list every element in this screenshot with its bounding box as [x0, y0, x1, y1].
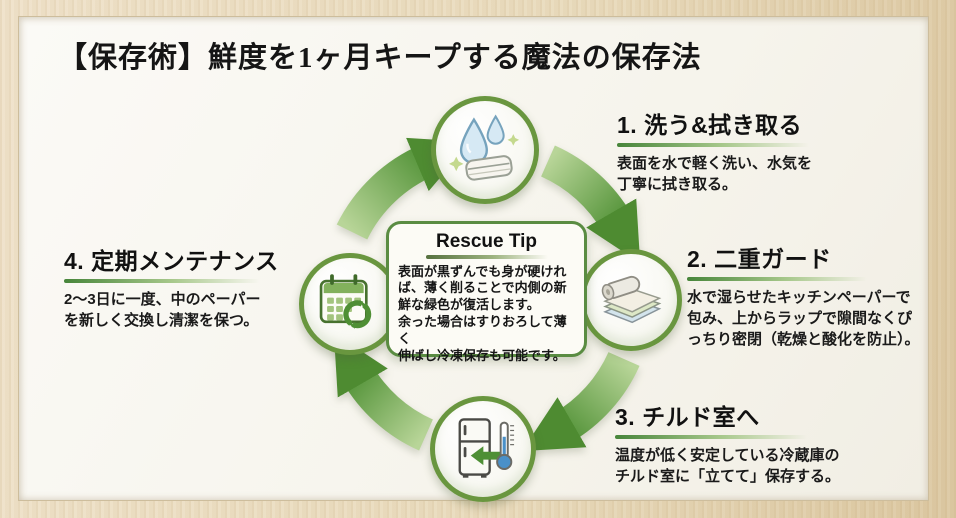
wash-icon [431, 96, 539, 204]
step-2-heading: 2. 二重ガード [687, 246, 832, 272]
fridge-icon [430, 396, 536, 502]
step-1-description: 表面を水で軽く洗い、水気を 丁寧に拭き取る。 [617, 154, 813, 193]
step-1-underline [617, 143, 809, 147]
step-2-description: 水で湿らせたキッチンペーパーで 包み、上からラップで隙間なくぴ っちり密閉（乾燥… [687, 288, 920, 349]
step-3: 3. チルド室へ 温度が低く安定している冷蔵庫の チルド室に「立てて」保存する。 [615, 398, 840, 487]
rescue-tip-divider [425, 255, 548, 259]
step-4-description: 2～3日に一度、中のペーパー を新しく交換し清潔を保つ。 [64, 290, 261, 329]
arrow-bottom-to-left [333, 332, 434, 451]
step-4: 4. 定期メンテナンス 2～3日に一度、中のペーパー を新しく交換し清潔を保つ。 [64, 242, 279, 331]
arrow-left-to-top [336, 137, 471, 240]
arrow-right-to-bottom [521, 351, 640, 452]
rescue-tip-box: Rescue Tip 表面が黒ずんでも身が硬けれ ば、薄く削ることで内側の新 鮮… [386, 221, 587, 363]
rescue-tip-title: Rescue Tip [435, 231, 538, 252]
calendar-refresh-graphic [320, 274, 372, 330]
step-4-heading: 4. 定期メンテナンス [64, 248, 279, 274]
fridge-thermometer-graphic [458, 417, 514, 478]
step-3-underline [615, 435, 807, 439]
calendar-refresh-icon [299, 253, 401, 355]
step-3-description: 温度が低く安定している冷蔵庫の チルド室に「立てて」保存する。 [615, 446, 841, 485]
arrow-top-to-right [540, 145, 641, 264]
paper-wrap-graphic [602, 276, 662, 324]
rescue-tip-body: 表面が黒ずんでも身が硬けれ ば、薄く削ることで内側の新 鮮な緑色が復活します。 … [398, 263, 567, 363]
step-3-heading: 3. チルド室へ [615, 404, 760, 430]
step-1: 1. 洗う&拭き取る 表面を水で軽く洗い、水気を 丁寧に拭き取る。 [617, 106, 812, 195]
step-2-underline [687, 277, 867, 281]
water-drops-towel-graphic [448, 114, 519, 181]
step-1-heading: 1. 洗う&拭き取る [617, 112, 803, 138]
step-4-underline [64, 279, 260, 283]
page-title: 【保存術】鮮度を1ヶ月キープする魔法の保存法 [58, 42, 702, 74]
step-2: 2. 二重ガード 水で湿らせたキッチンペーパーで 包み、上からラップで隙間なくぴ… [687, 240, 920, 350]
wrap-layers-icon [580, 249, 682, 351]
